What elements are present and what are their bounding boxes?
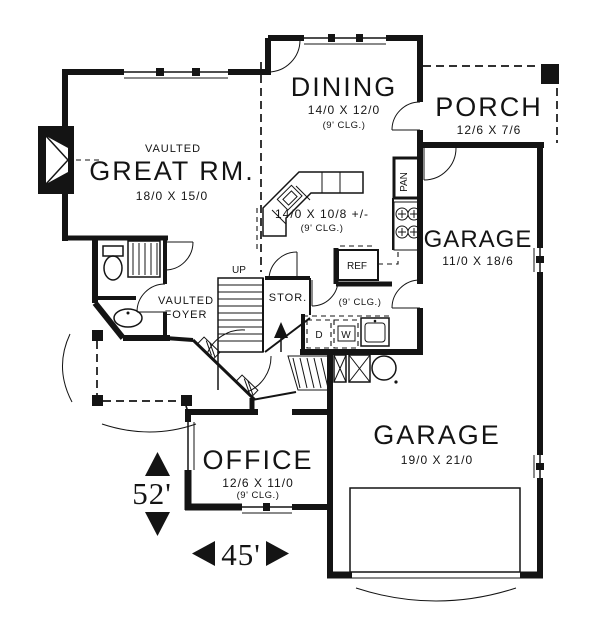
stairs-up-label: UP xyxy=(232,265,246,276)
entry-door-arc-left xyxy=(206,329,246,355)
porch-label: PORCH xyxy=(435,92,543,122)
porch-dims: 12/6 X 7/6 xyxy=(457,123,522,137)
width-value: 45' xyxy=(221,537,261,572)
garage-side-label: GARAGE xyxy=(424,226,533,253)
foyer-label-line1: VAULTED xyxy=(158,295,214,307)
dining-door-arc xyxy=(267,39,301,73)
kitchen-ceiling: (9' CLG.) xyxy=(301,223,344,234)
garage-side-dims: 11/0 X 18/6 xyxy=(442,254,514,268)
porch-outline xyxy=(423,64,559,143)
kitchen-dims: 14/0 X 10/8 +/- xyxy=(275,207,369,221)
dimension-arrow-down xyxy=(145,512,170,536)
foyer-hall-door-arc xyxy=(311,279,339,307)
utility-sink-icon xyxy=(360,317,390,347)
storage-door-arc xyxy=(268,251,298,279)
dimension-arrow-left xyxy=(192,541,215,566)
garage-main-dims: 19/0 X 21/0 xyxy=(401,453,473,467)
garage-hall-door-arc xyxy=(391,279,421,309)
storage-label: STOR. xyxy=(269,292,307,304)
dining-ceiling: (9' CLG.) xyxy=(323,120,366,131)
stove-icon xyxy=(393,201,421,251)
porch-dining-door-arc xyxy=(391,101,421,131)
entry-porch-curve-left xyxy=(61,333,73,403)
kitchen-walls xyxy=(333,198,394,287)
vanity-sink-icon xyxy=(113,308,143,328)
kitchen-counter xyxy=(256,171,364,252)
bath-door-arc xyxy=(136,283,166,313)
dimension-width: 45' xyxy=(192,537,289,572)
washer-box xyxy=(333,319,359,349)
coat-closet-hatch xyxy=(287,355,331,391)
dryer-box xyxy=(306,319,332,349)
dryer-label: D xyxy=(315,330,322,341)
dimension-arrow-right xyxy=(266,541,289,566)
pantry-cabinet xyxy=(392,156,422,200)
toilet-icon xyxy=(102,245,124,281)
fireplace-icon xyxy=(38,126,100,194)
depth-value: 52' xyxy=(132,476,172,511)
driveway-curve xyxy=(355,587,517,602)
garage-door xyxy=(349,487,521,573)
linen-door-arc xyxy=(164,241,194,271)
pantry-label: PAN xyxy=(399,172,410,192)
washer-frame xyxy=(337,325,356,342)
office-dims: 12/6 X 11/0 xyxy=(222,476,294,490)
great-room-label: GREAT RM. xyxy=(89,156,255,186)
foyer-label-line2: FOYER xyxy=(165,309,208,321)
kitchen-sink-icon xyxy=(276,184,303,211)
office-label: OFFICE xyxy=(203,445,314,475)
dining-label: DINING xyxy=(291,72,398,102)
linen-closet xyxy=(127,240,161,278)
laundry xyxy=(301,314,392,352)
washer-label: W xyxy=(341,330,351,341)
water-heater-icon xyxy=(371,355,398,384)
dining-dims: 14/0 X 12/0 xyxy=(308,103,380,117)
entry-door xyxy=(191,329,272,402)
porch-garage-door-arc xyxy=(423,147,457,181)
dimension-arrow-up xyxy=(145,452,170,476)
refrigerator-label: REF xyxy=(347,261,367,272)
office-ceiling: (9' CLG.) xyxy=(237,490,280,501)
furnace-icon xyxy=(333,354,371,383)
hall-ceiling: (9' CLG.) xyxy=(339,297,382,308)
entry-porch-outline xyxy=(61,330,197,433)
hall-door-arcs xyxy=(311,101,457,309)
stairs xyxy=(217,277,264,390)
great-room-dims: 18/0 X 15/0 xyxy=(136,189,208,203)
garage-main-label: GARAGE xyxy=(373,420,501,450)
dimension-depth: 52' xyxy=(132,452,172,536)
entry-porch-curve-bottom xyxy=(101,423,197,433)
great-room-vaulted: VAULTED xyxy=(145,143,201,155)
entry-door-arc-right xyxy=(246,355,272,393)
porch-post xyxy=(541,64,559,84)
